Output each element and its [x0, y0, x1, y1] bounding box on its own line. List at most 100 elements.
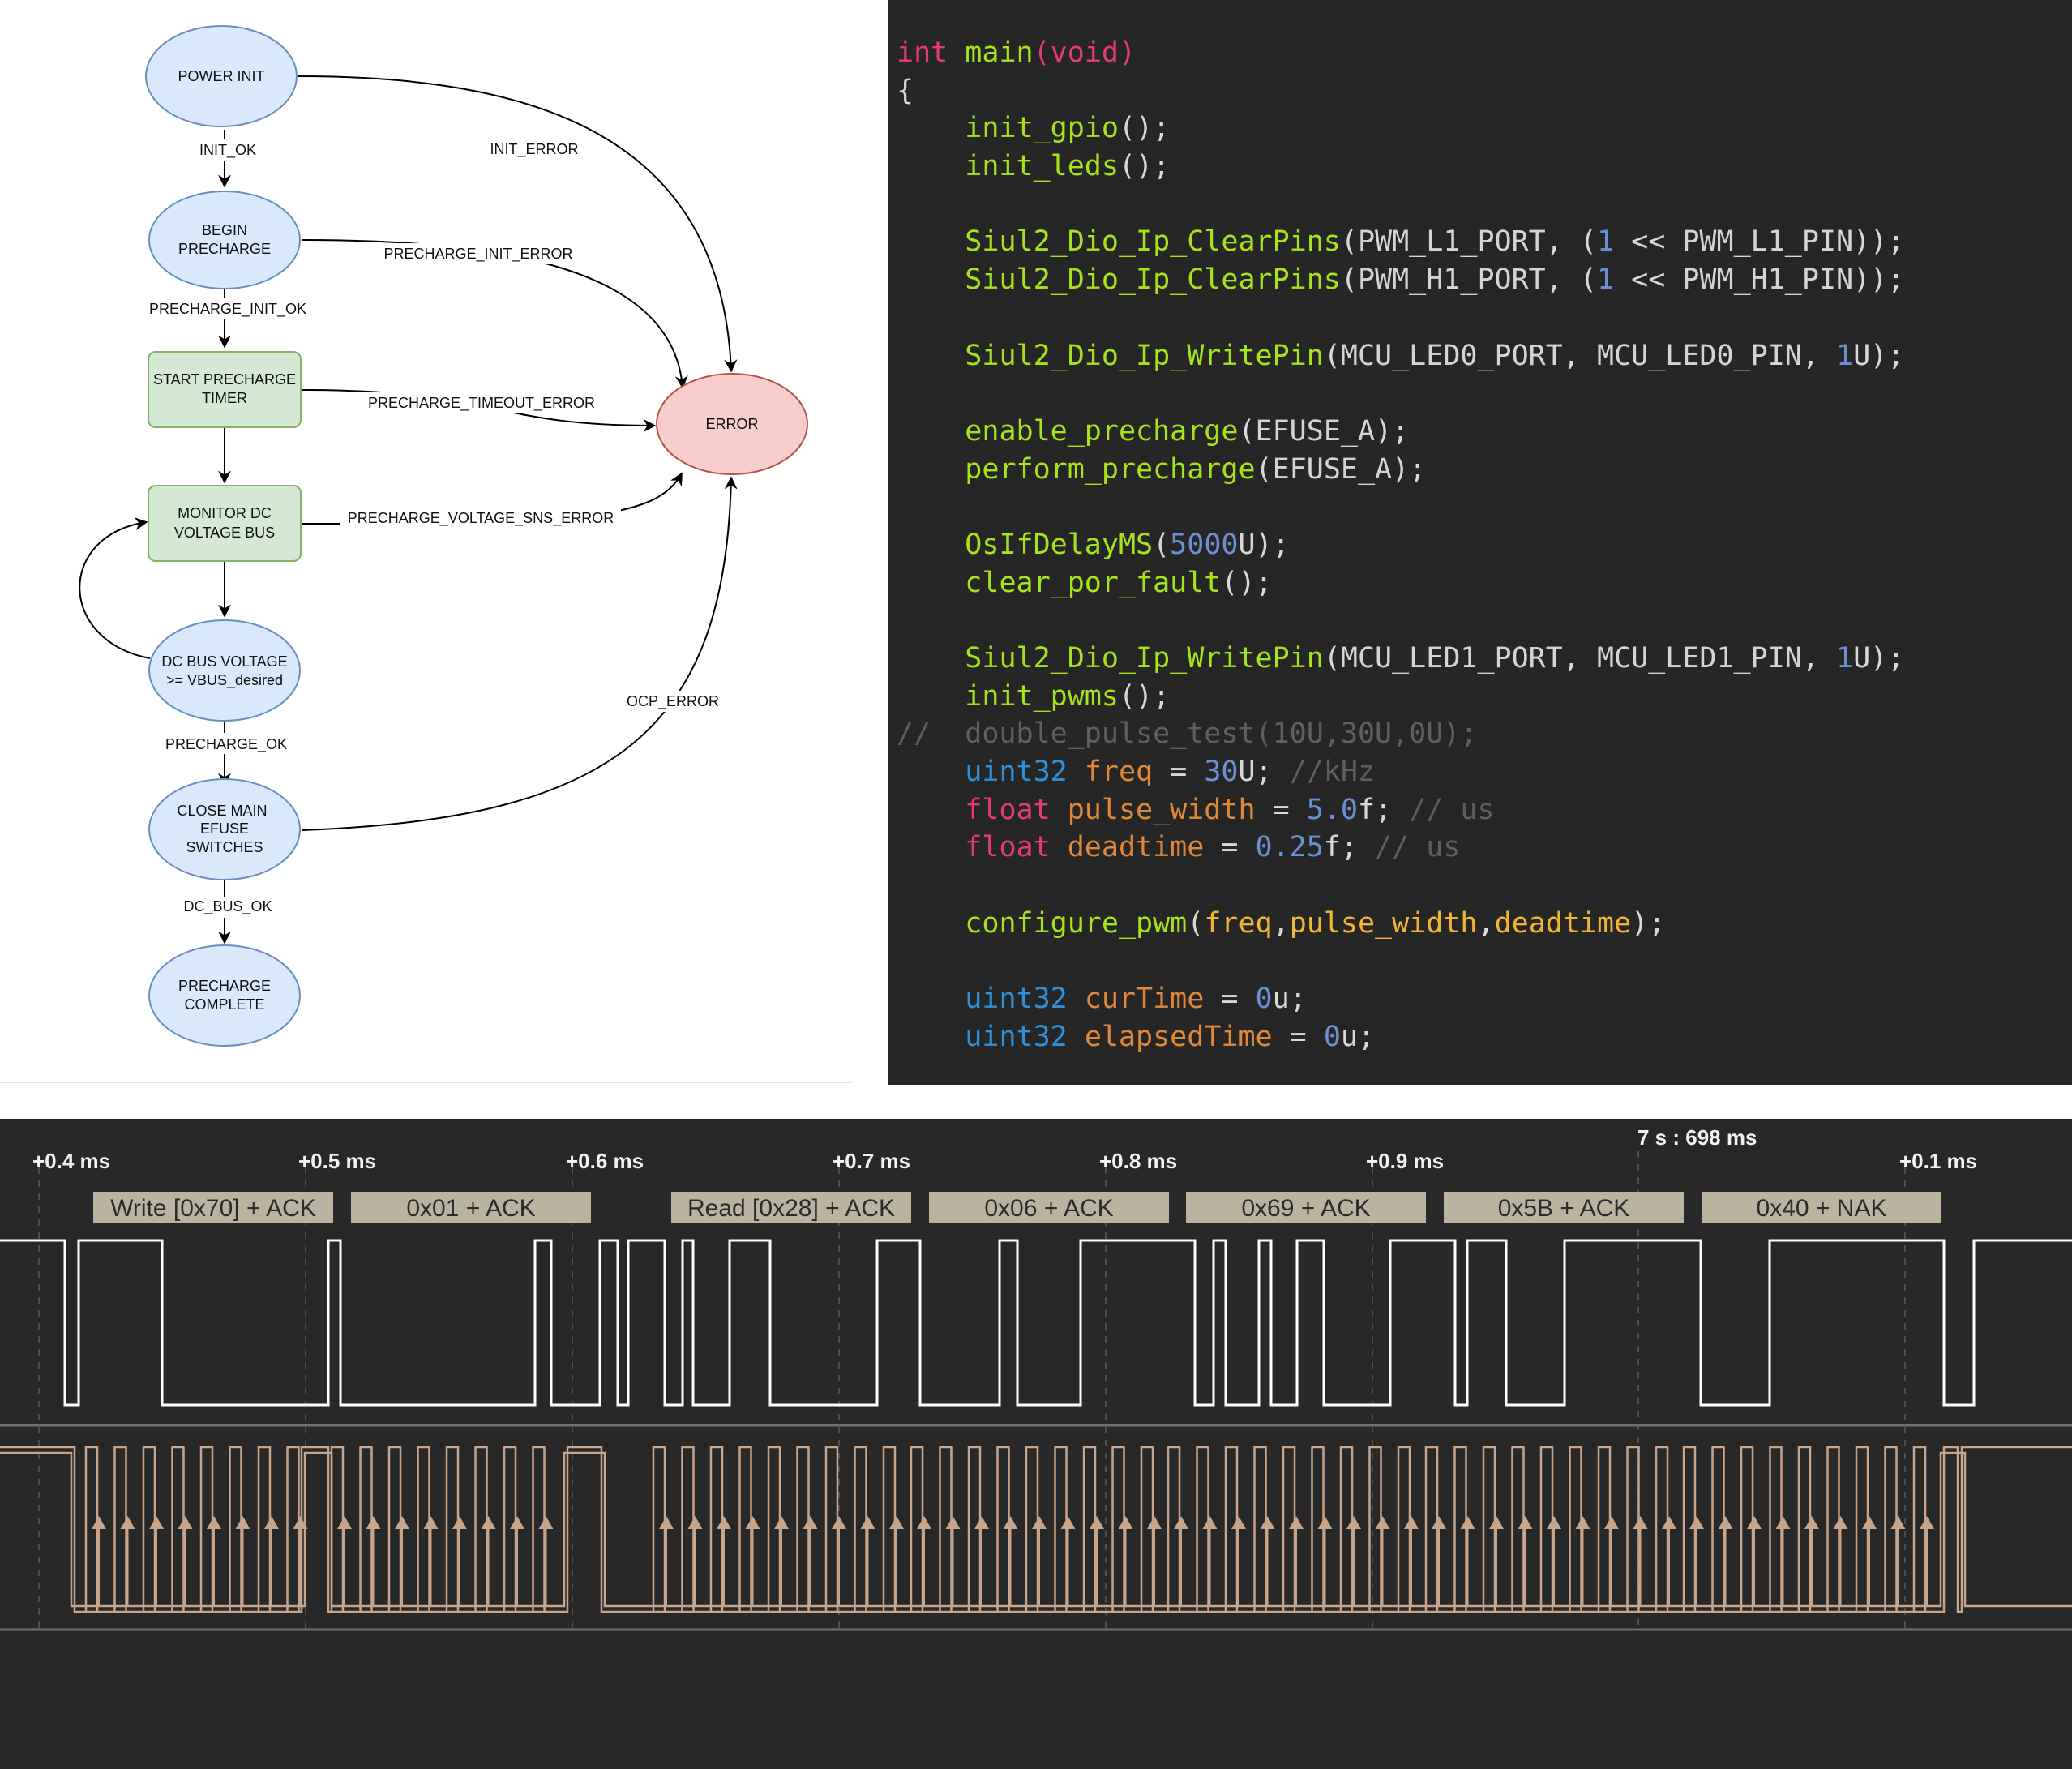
code-token: ); — [1392, 452, 1427, 486]
code-line[interactable]: configure_pwm(freq,pulse_width,deadtime)… — [897, 905, 1904, 943]
sda-data-trace — [0, 1239, 2072, 1407]
clock-pulse — [1597, 1446, 1612, 1612]
code-line[interactable] — [897, 186, 1904, 224]
clock-pulse — [709, 1446, 724, 1612]
code-line[interactable]: int main(void) — [897, 34, 1904, 72]
code-line[interactable]: Siul2_Dio_Ip_ClearPins(PWM_L1_PORT, (1 <… — [897, 223, 1904, 261]
clock-pulse — [824, 1446, 839, 1612]
clock-rising-edge-marker — [745, 1516, 760, 1529]
code-line[interactable] — [897, 375, 1904, 413]
code-token: ( — [1323, 339, 1341, 372]
state-power-init[interactable]: POWER INIT — [145, 25, 298, 127]
state-close-main-efuse-switches[interactable]: CLOSE MAIN EFUSE SWITCHES — [148, 778, 301, 880]
clock-rising-edge-marker — [1147, 1516, 1162, 1529]
edge-label-precharge-timeout-error: PRECHARGE_TIMEOUT_ERROR — [368, 395, 595, 412]
code-token: 1 — [1836, 642, 1854, 675]
clock-rising-edge-marker — [92, 1516, 106, 1529]
edge-label-ocp-error: OCP_ERROR — [627, 693, 719, 710]
decode-box[interactable]: 0x40 + NAK — [1702, 1192, 1941, 1223]
code-line[interactable]: perform_precharge(EFUSE_A); — [897, 451, 1904, 489]
clock-pulse — [1797, 1446, 1812, 1612]
clock-pulse — [910, 1446, 924, 1612]
code-line[interactable]: Siul2_Dio_Ip_ClearPins(PWM_H1_PORT, (1 <… — [897, 261, 1904, 299]
code-line[interactable]: float deadtime = 0.25f; // us — [897, 829, 1904, 867]
code-token — [948, 36, 965, 69]
code-token: // us — [1375, 831, 1461, 864]
code-token: 1 — [1596, 263, 1615, 297]
code-line[interactable] — [897, 943, 1904, 981]
code-token: elapsedTime — [1084, 1020, 1273, 1053]
clock-rising-edge-marker — [803, 1516, 818, 1529]
clock-pulse — [1224, 1446, 1239, 1612]
decode-box[interactable]: 0x06 + ACK — [929, 1192, 1169, 1223]
code-token: f; — [1323, 831, 1376, 864]
state-precharge-complete[interactable]: PRECHARGE COMPLETE — [148, 944, 301, 1047]
state-dc-bus-voltage-check[interactable]: DC BUS VOLTAGE >= VBUS_desired — [148, 619, 301, 722]
code-line[interactable]: init_leds(); — [897, 148, 1904, 186]
code-line[interactable]: { — [897, 72, 1904, 110]
code-line[interactable] — [897, 602, 1904, 640]
clock-rising-edge-marker — [717, 1516, 731, 1529]
clock-pulse — [286, 1446, 300, 1612]
clock-pulse — [257, 1446, 272, 1612]
code-line[interactable] — [897, 488, 1904, 526]
decode-label: 0x69 + ACK — [1241, 1195, 1370, 1222]
clock-rising-edge-marker — [1575, 1516, 1590, 1529]
code-line[interactable] — [897, 299, 1904, 337]
code-editor[interactable]: int main(void){ init_gpio(); init_leds()… — [888, 0, 2072, 1085]
code-line[interactable]: uint32 freq = 30U; //kHz — [897, 753, 1904, 791]
decode-box[interactable]: 0x69 + ACK — [1186, 1192, 1426, 1223]
code-token: deadtime — [1494, 906, 1632, 940]
code-token: , — [1562, 339, 1597, 372]
decode-box[interactable]: 0x5B + ACK — [1444, 1192, 1684, 1223]
clock-rising-edge-marker — [1032, 1516, 1047, 1529]
clock-rising-edge-marker — [945, 1516, 961, 1529]
code-token — [1068, 756, 1085, 788]
clock-rising-edge-marker — [264, 1516, 279, 1529]
clock-pulse — [652, 1446, 666, 1612]
code-line[interactable]: float pulse_width = 5.0f; // us — [897, 791, 1904, 829]
code-token: //kHz — [1289, 756, 1376, 789]
state-start-precharge-timer[interactable]: START PRECHARGE TIMER — [148, 351, 302, 428]
code-token: (); — [1118, 150, 1171, 183]
code-token: U); — [1853, 642, 1905, 675]
edge-label-precharge-voltage-sns-error: PRECHARGE_VOLTAGE_SNS_ERROR — [348, 510, 614, 527]
decode-box[interactable]: 0x01 + ACK — [351, 1192, 591, 1223]
edge-ocp-error — [301, 476, 738, 831]
code-line[interactable]: enable_precharge(EFUSE_A); — [897, 413, 1904, 451]
clock-pulse — [417, 1446, 430, 1612]
clock-pulse — [854, 1446, 867, 1612]
state-begin-precharge[interactable]: BEGIN PRECHARGE — [148, 191, 301, 289]
logic-analyzer[interactable]: +0.4 ms +0.5 ms +0.6 ms +0.7 ms +0.8 ms … — [0, 1119, 2072, 1769]
code-line[interactable]: clear_por_fault(); — [897, 564, 1904, 602]
code-token — [897, 1021, 965, 1053]
code-token: PWM_H1_PIN — [1682, 263, 1854, 297]
code-token — [897, 680, 965, 713]
code-line[interactable]: init_gpio(); — [897, 109, 1904, 148]
code-token: perform_precharge — [965, 452, 1256, 486]
code-block[interactable]: int main(void){ init_gpio(); init_leds()… — [897, 34, 1904, 1056]
code-line[interactable]: Siul2_Dio_Ip_WritePin(MCU_LED0_PORT, MCU… — [897, 337, 1904, 375]
decode-box[interactable]: Read [0x28] + ACK — [671, 1192, 911, 1223]
code-line[interactable]: // double_pulse_test(10U,30U,0U); — [897, 715, 1904, 753]
clock-edge-markers — [92, 1516, 1934, 1606]
code-line[interactable]: OsIfDelayMS(5000U); — [897, 526, 1904, 564]
code-token — [1068, 983, 1085, 1015]
code-line[interactable]: Siul2_Dio_Ip_WritePin(MCU_LED1_PORT, MCU… — [897, 640, 1904, 678]
code-line[interactable]: uint32 curTime = 0u; — [897, 980, 1904, 1018]
logic-analyzer-canvas[interactable]: +0.4 ms +0.5 ms +0.6 ms +0.7 ms +0.8 ms … — [0, 1119, 2072, 1769]
decode-box[interactable]: Write [0x70] + ACK — [93, 1192, 333, 1223]
time-ruler: +0.4 ms +0.5 ms +0.6 ms +0.7 ms +0.8 ms … — [32, 1125, 1977, 1173]
clock-pulse — [84, 1446, 99, 1612]
clock-rising-edge-marker — [1404, 1516, 1419, 1529]
clock-pulse — [1253, 1446, 1267, 1612]
clock-rising-edge-marker — [1317, 1516, 1333, 1529]
code-line[interactable] — [897, 867, 1904, 905]
state-monitor-dc-voltage-bus[interactable]: MONITOR DC VOLTAGE BUS — [148, 485, 302, 562]
code-token: deadtime — [1067, 831, 1205, 864]
state-error[interactable]: ERROR — [656, 373, 808, 475]
code-line[interactable]: uint32 elapsedTime = 0u; — [897, 1018, 1904, 1056]
code-line[interactable]: init_pwms(); — [897, 678, 1904, 716]
clock-pulse — [171, 1446, 185, 1612]
code-token — [897, 150, 965, 182]
